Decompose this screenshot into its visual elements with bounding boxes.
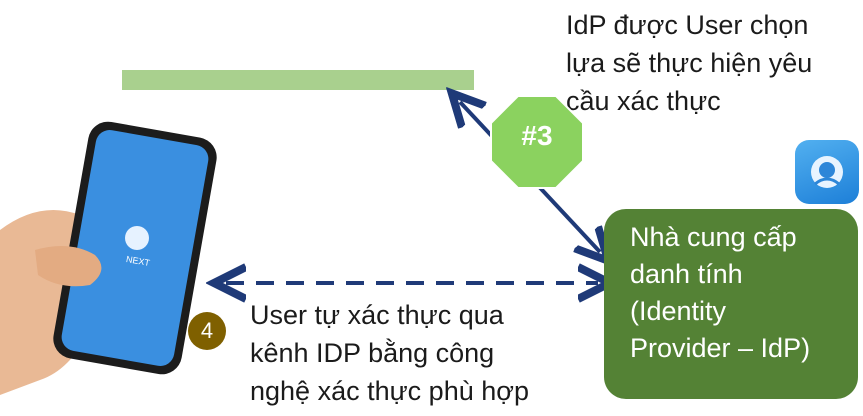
idp-box-line-4: Provider – IdP)	[630, 333, 811, 363]
idp-box-line-3: (Identity	[630, 296, 727, 326]
phone-in-hand-illustration	[0, 121, 217, 395]
thumb-shape	[35, 246, 102, 287]
identity-provider-box: Nhà cung cấp danh tính (Identity Provide…	[604, 209, 858, 399]
step3-label: #3	[521, 120, 553, 151]
user-caption-line-3: nghệ xác thực phù hợp	[250, 376, 529, 406]
app-logo-icon	[125, 226, 149, 250]
idp-caption: IdP được User chọn lựa sẽ thực hiện yêu …	[566, 6, 856, 120]
idp-caption-line-1: IdP được User chọn	[566, 10, 809, 40]
step4-badge: 4	[188, 312, 226, 350]
user-caption-line-2: kênh IDP bằng công	[250, 338, 495, 368]
highlight-bar	[122, 70, 474, 90]
idp-box-line-2: danh tính	[630, 259, 743, 289]
user-caption: User tự xác thực qua kênh IDP bằng công …	[250, 296, 590, 410]
idp-caption-line-2: lựa sẽ thực hiện yêu	[566, 48, 813, 78]
bank-logo-icon	[811, 156, 843, 188]
step3-octagon	[490, 95, 584, 189]
user-caption-line-1: User tự xác thực qua	[250, 300, 504, 330]
bank-app-icon	[795, 140, 859, 204]
idp-box-line-1: Nhà cung cấp	[630, 222, 797, 252]
